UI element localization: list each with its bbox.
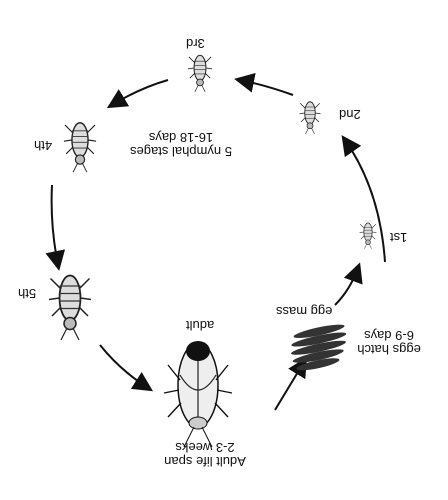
stage-label-fourth: 4th [34, 138, 53, 153]
stage-label-first: 1st [390, 230, 408, 245]
cockroach-nymph-icon [359, 222, 377, 250]
adult-life-line1: Adult life span [164, 454, 246, 469]
egg-mass-icon [291, 324, 347, 371]
nymph-note-line1: 5 nymphal stages [130, 144, 232, 159]
cycle-arrow-icon [45, 72, 386, 411]
eggs-hatch-note: eggs hatch 6-9 days [348, 328, 430, 357]
eggs-hatch-line2: 6-9 days [364, 328, 414, 343]
stage-label-third: 3rd [186, 36, 205, 51]
cockroach-adult-icon [163, 341, 233, 448]
nymph-stages-note: 5 nymphal stages 16-18 days [126, 130, 236, 159]
stage-label-second: 2nd [339, 107, 361, 122]
cockroach-nymph-icon [187, 54, 213, 93]
nymph-note-line2: 16-18 days [148, 130, 214, 145]
adult-life-line2: 2-3 weeks [175, 440, 235, 455]
cockroach-nymph-icon [48, 274, 92, 341]
adult-life-note: Adult life span 2-3 weeks [150, 440, 260, 469]
cockroach-nymph-icon [299, 101, 321, 135]
stage-label-fifth: 5th [18, 286, 37, 301]
cockroach-nymph-icon [63, 122, 97, 173]
stage-label-egg-mass: egg mass [276, 304, 333, 319]
stage-label-adult: adult [186, 318, 215, 333]
eggs-hatch-line1: eggs hatch [357, 342, 421, 357]
